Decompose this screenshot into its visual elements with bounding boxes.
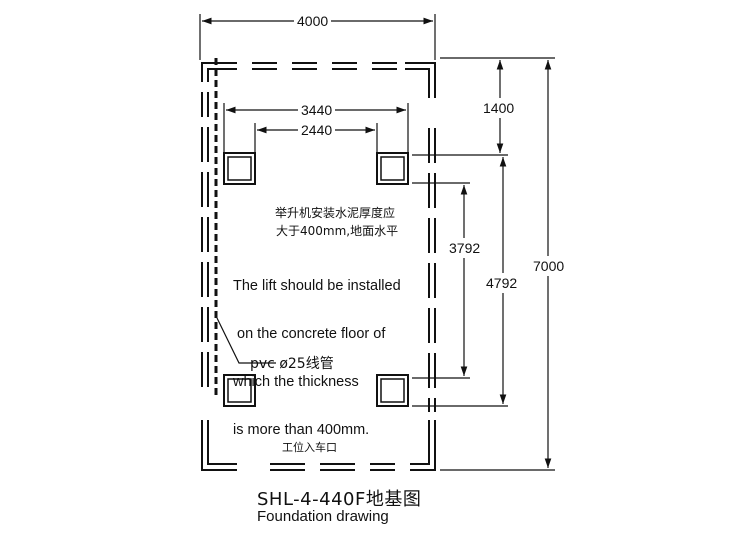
conduit-leader (216, 317, 276, 364)
label-inner-depth: 3792 (446, 238, 484, 258)
label-vehicle-entrance: 工位入车口 (282, 441, 337, 454)
column-base-rear-right (376, 374, 409, 407)
label-front-offset: 1400 (480, 98, 518, 118)
label-overall-width: 4000 (294, 13, 332, 29)
drawing-title: SHL-4-440F地基图 (257, 489, 422, 510)
label-pvc-conduit: pvc ø25线管 (250, 356, 334, 372)
extension-lines-right (412, 57, 555, 471)
note-zh-line1: 举升机安装水泥厚度应 (275, 206, 396, 220)
column-base-front-left (223, 152, 256, 185)
column-base-plates (223, 152, 409, 407)
column-base-front-right (376, 152, 409, 185)
note-en-line: on the concrete floor of (233, 326, 386, 342)
note-en-line: is more than 400mm. (233, 422, 370, 438)
label-overall-length: 7000 (531, 256, 567, 276)
note-zh-line2: 大于400mm,地面水平 (276, 224, 399, 238)
label-inner-span: 2440 (298, 122, 336, 138)
note-en-line: which the thickness (233, 374, 359, 390)
label-outer-depth: 4792 (484, 273, 520, 293)
bay-outline (201, 62, 436, 471)
note-en-line: The lift should be installed (233, 278, 401, 294)
note-en-requirement: The lift should be installed on the conc… (233, 246, 401, 454)
drawing-subtitle: Foundation drawing (257, 508, 389, 525)
column-base-rear-left (223, 374, 256, 407)
label-column-span: 3440 (298, 102, 336, 118)
